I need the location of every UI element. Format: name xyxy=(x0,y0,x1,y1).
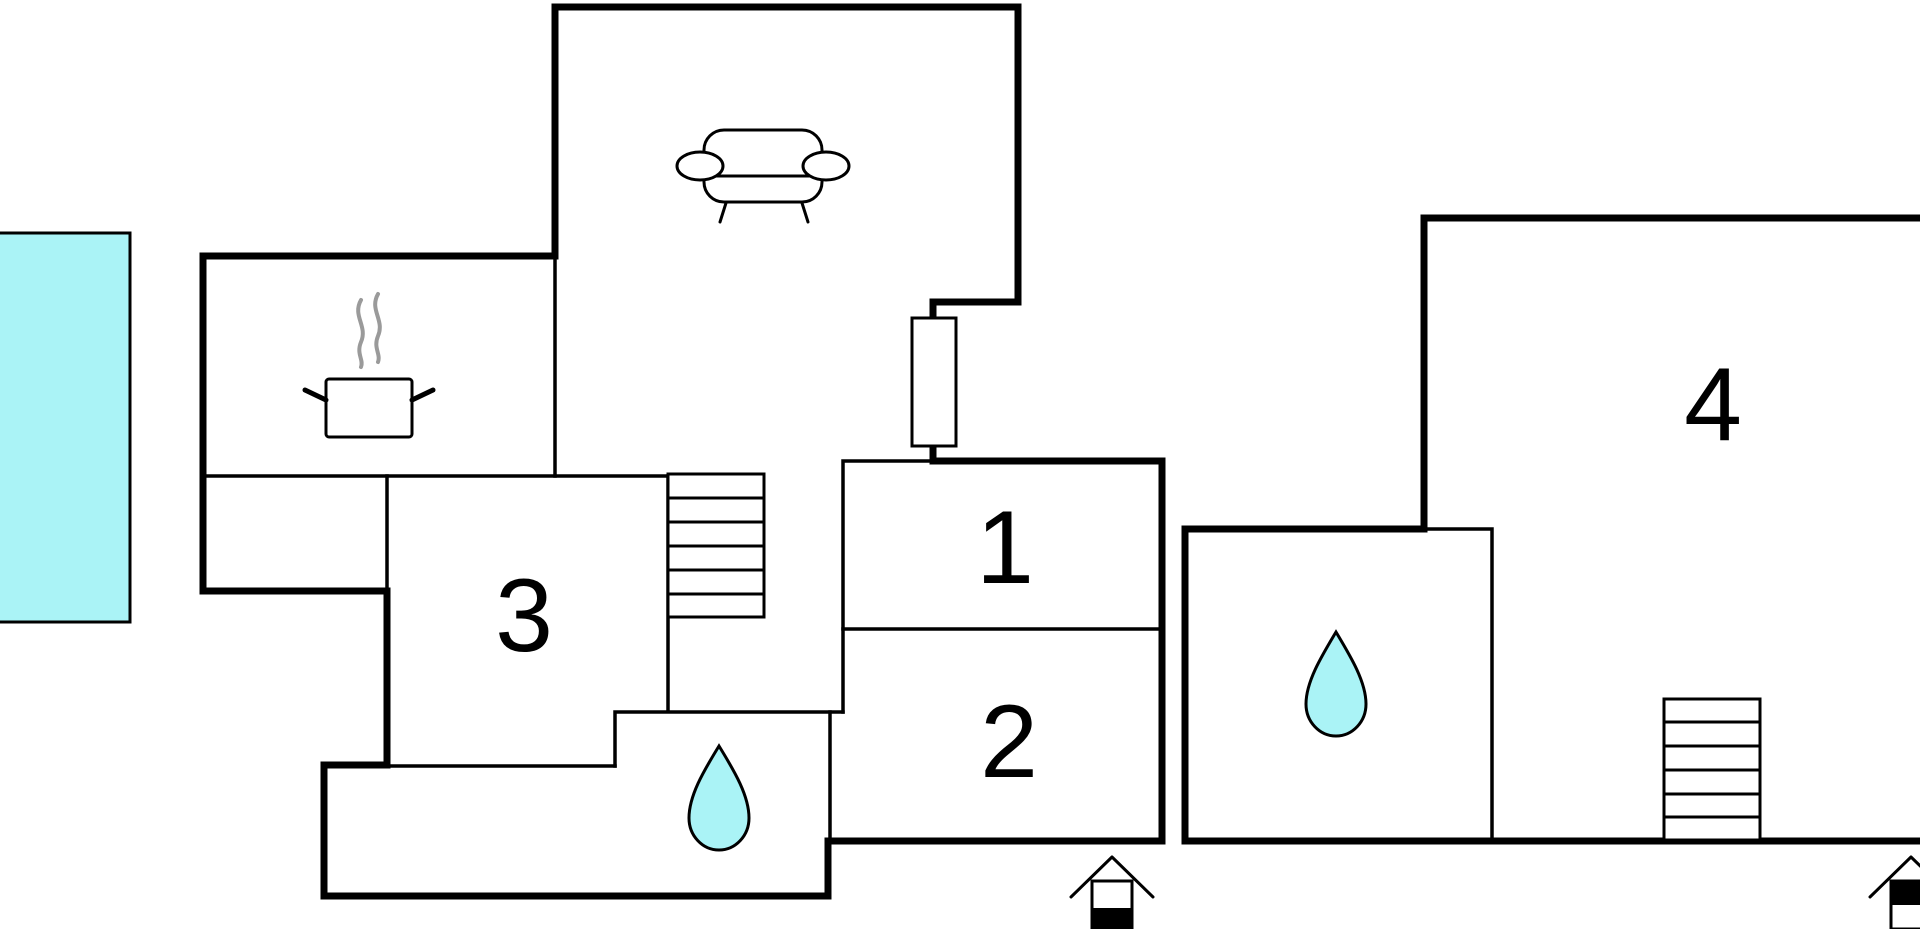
water-drop-icon xyxy=(687,743,751,852)
entrance-house-icon xyxy=(1069,855,1155,929)
room-number-1: 1 xyxy=(976,490,1034,606)
sofa-icon xyxy=(675,128,851,224)
water-drop-icon xyxy=(1304,629,1368,738)
room-number-3: 3 xyxy=(495,558,553,674)
pool xyxy=(0,231,132,624)
room-number-2: 2 xyxy=(980,684,1038,800)
stairs-icon xyxy=(666,472,766,619)
stairs-icon xyxy=(1662,697,1762,842)
room-number-4: 4 xyxy=(1684,347,1742,463)
entrance-house-icon xyxy=(1868,855,1920,929)
right-building-walls xyxy=(1181,214,1920,845)
cooking-pot-icon xyxy=(302,292,436,439)
sliding-door xyxy=(910,316,958,448)
